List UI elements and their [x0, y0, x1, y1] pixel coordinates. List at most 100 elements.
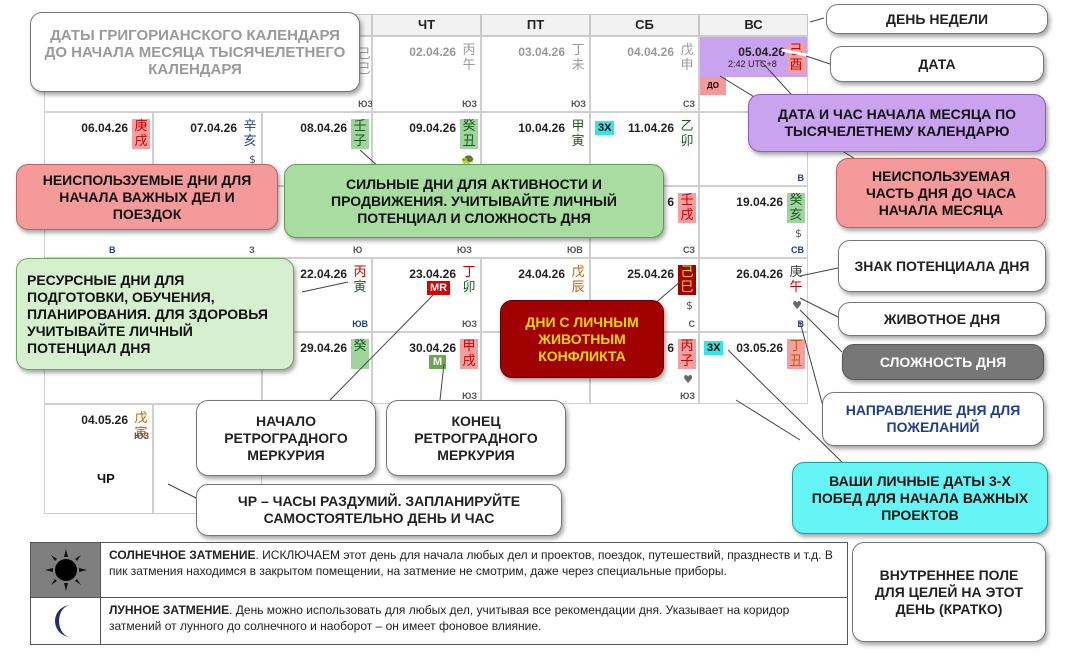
lunar-eclipse-title: ЛУННОЕ ЗАТМЕНИЕ — [109, 603, 230, 617]
day-date: 09.04.26 — [409, 121, 456, 135]
direction-label: З — [249, 245, 255, 255]
weekday-header-thu: ЧТ — [372, 14, 481, 36]
callout-thinking-hours: ЧР – ЧАСЫ РАЗДУМИЙ. ЗАПЛАНИРУЙТЕ САМОСТО… — [196, 484, 562, 536]
direction-label: ЮЗ — [134, 431, 149, 441]
day-cell[interactable]: 19.04.26 癸亥 $ СВ — [699, 186, 808, 258]
day-date: 03.05.26 — [736, 341, 783, 355]
day-date: 26.04.26 — [736, 267, 783, 281]
weekday-header-sun: ВС — [699, 14, 808, 36]
before-start-label: ДО — [700, 77, 726, 95]
callout-inner-field: ВНУТРЕННЕЕ ПОЛЕ ДЛЯ ЦЕЛЕЙ НА ЭТОТ ДЕНЬ (… — [852, 542, 1046, 642]
day-hieroglyphs: 癸亥 — [787, 193, 805, 223]
day-date: 05.04.26 — [738, 45, 785, 59]
three-wins-badge: 3Х — [595, 121, 615, 135]
day-date: 04.04.26 — [627, 45, 674, 59]
callout-month-start: ДАТА И ЧАС НАЧАЛА МЕСЯЦА ПО ТЫСЯЧЕЛЕТНЕМ… — [748, 94, 1046, 152]
day-date: 06.04.26 — [81, 121, 128, 135]
day-hieroglyphs: 庚午 — [789, 265, 803, 295]
day-date: 19.04.26 — [736, 195, 783, 209]
day-date: 24.04.26 — [518, 267, 565, 281]
day-number: 6 — [667, 195, 674, 209]
direction-label: ЮЗ — [462, 319, 477, 329]
retro-mercury-end-badge: M — [429, 355, 447, 369]
callout-potential-sign: ЗНАК ПОТЕНЦИАЛА ДНЯ — [838, 240, 1046, 292]
dollar-icon: $ — [795, 227, 802, 240]
day-cell[interactable]: 04.04.26 戊申 СЗ — [590, 36, 699, 112]
direction-label: ЮЗ — [462, 99, 477, 109]
day-cell[interactable]: 04.05.26 戊寅 ЮЗ ЧР — [44, 404, 153, 514]
day-hieroglyphs: 丙寅 — [353, 265, 367, 295]
day-date: 08.04.26 — [300, 121, 347, 135]
day-hieroglyphs: 戊辰 — [571, 265, 585, 295]
heart-icon: ♥ — [792, 299, 802, 312]
day-date: 25.04.26 — [627, 267, 674, 281]
callout-date: ДАТА — [830, 46, 1044, 82]
day-hieroglyphs: 己巳 — [678, 265, 696, 295]
day-hieroglyphs: 壬子 — [351, 119, 369, 149]
dollar-icon: $ — [249, 153, 256, 166]
day-hieroglyphs: 壬戌 — [678, 193, 696, 223]
direction-label: С — [688, 319, 696, 329]
lunar-eclipse-icon — [31, 598, 101, 644]
day-date: 30.04.26 — [409, 341, 456, 355]
day-cell[interactable]: 02.04.26 丙午 ЮЗ — [372, 36, 481, 112]
day-hieroglyphs: 乙卯 — [680, 119, 694, 149]
callout-weekday: ДЕНЬ НЕДЕЛИ — [826, 4, 1048, 34]
day-date: 23.04.26 — [409, 267, 456, 281]
weekday-header-sat: СБ — [590, 14, 699, 36]
direction-label: ЮЗ — [571, 99, 586, 109]
three-wins-badge: 3Х — [704, 341, 724, 355]
callout-conflict-days: ДНИ С ЛИЧНЫМ ЖИВОТНЫМ КОНФЛИКТА — [500, 300, 664, 378]
day-hieroglyphs: 戊寅 — [134, 411, 148, 441]
day-date: 11.04.26 — [627, 121, 674, 135]
day-date: 29.04.26 — [300, 341, 347, 355]
retro-mercury-start-badge: MR — [427, 281, 451, 295]
hour-glyphs: 己巳 — [357, 47, 371, 77]
callout-animal: ЖИВОТНОЕ ДНЯ — [838, 302, 1046, 336]
day-cell[interactable]: 03.04.26 丁未 ЮЗ — [481, 36, 590, 112]
day-hieroglyphs: 丙午 — [462, 43, 476, 73]
callout-unused-part: НЕИСПОЛЬЗУЕМАЯ ЧАСТЬ ДНЯ ДО ЧАСА НАЧАЛА … — [836, 158, 1046, 228]
day-cell[interactable]: 23.04.26 丁卯 MR ЮЗ — [372, 258, 481, 332]
solar-eclipse-text: СОЛНЕЧНОЕ ЗАТМЕНИЕ. ИСКЛЮЧАЕМ этот день … — [109, 548, 833, 578]
direction-label: В — [797, 173, 805, 183]
direction-label: ЮЗ — [457, 245, 472, 255]
day-hieroglyphs: 甲寅 — [571, 119, 585, 149]
day-number: 6 — [667, 341, 674, 355]
day-cell[interactable]: 26.04.26 庚午 ♥ В — [699, 258, 808, 332]
day-hieroglyphs: 丁未 — [571, 43, 585, 73]
legend-solar-eclipse: СОЛНЕЧНОЕ ЗАТМЕНИЕ. ИСКЛЮЧАЕМ этот день … — [30, 542, 848, 598]
day-hieroglyphs: 丙子 — [678, 339, 696, 369]
callout-direction: НАПРАВЛЕНИЕ ДНЯ ДЛЯ ПОЖЕЛАНИЙ — [822, 392, 1044, 446]
solar-eclipse-title: СОЛНЕЧНОЕ ЗАТМЕНИЕ — [109, 548, 256, 562]
direction-label: ЮВ — [352, 319, 368, 329]
day-hieroglyphs: 癸丑 — [460, 119, 478, 149]
callout-retro-end: КОНЕЦ РЕТРОГРАДНОГО МЕРКУРИЯ — [386, 400, 566, 476]
direction-label: СЗ — [682, 99, 695, 109]
legend-lunar-eclipse: ЛУННОЕ ЗАТМЕНИЕ. День можно использовать… — [30, 597, 848, 645]
callout-unused-days: НЕИСПОЛЬЗУЕМЫЕ ДНИ ДЛЯ НАЧАЛА ВАЖНЫХ ДЕЛ… — [16, 164, 278, 230]
heart-icon: ♥ — [683, 373, 693, 386]
day-date: 22.04.26 — [300, 267, 347, 281]
day-hieroglyphs: 丁卯 — [462, 265, 476, 295]
day-hieroglyphs: 甲戌 — [460, 339, 478, 369]
day-date: 10.04.26 — [518, 121, 565, 135]
turtle-icon: 🐢 — [461, 153, 475, 166]
direction-label: СВ — [791, 245, 804, 255]
direction-label: ЮЗ — [462, 391, 477, 401]
weekday-header-fri: ПТ — [481, 14, 590, 36]
day-date: 04.05.26 — [81, 413, 128, 427]
day-hieroglyphs: 丁丑 — [787, 339, 805, 369]
day-hieroglyphs: 戊申 — [680, 43, 694, 73]
day-date: 02.04.26 — [409, 45, 456, 59]
callout-three-wins: ВАШИ ЛИЧНЫЕ ДАТЫ 3-Х ПОБЕД ДЛЯ НАЧАЛА ВА… — [792, 462, 1048, 534]
day-cell[interactable]: 3Х 03.05.26 丁丑 — [699, 332, 808, 404]
direction-label: Ю — [353, 245, 363, 255]
direction-label: В — [109, 245, 116, 255]
callout-resource-days: РЕСУРСНЫЕ ДНИ ДЛЯ ПОДГОТОВКИ, ОБУЧЕНИЯ, … — [16, 258, 294, 370]
direction-label: ЮВ — [567, 245, 583, 255]
callout-gregorian-dates: ДАТЫ ГРИГОРИАНСКОГО КАЛЕНДАРЯ ДО НАЧАЛА … — [30, 12, 360, 92]
month-start-time: 2:42 UTC+8 — [728, 59, 777, 69]
direction-label: СЗ — [682, 245, 695, 255]
dollar-icon: $ — [686, 299, 693, 312]
